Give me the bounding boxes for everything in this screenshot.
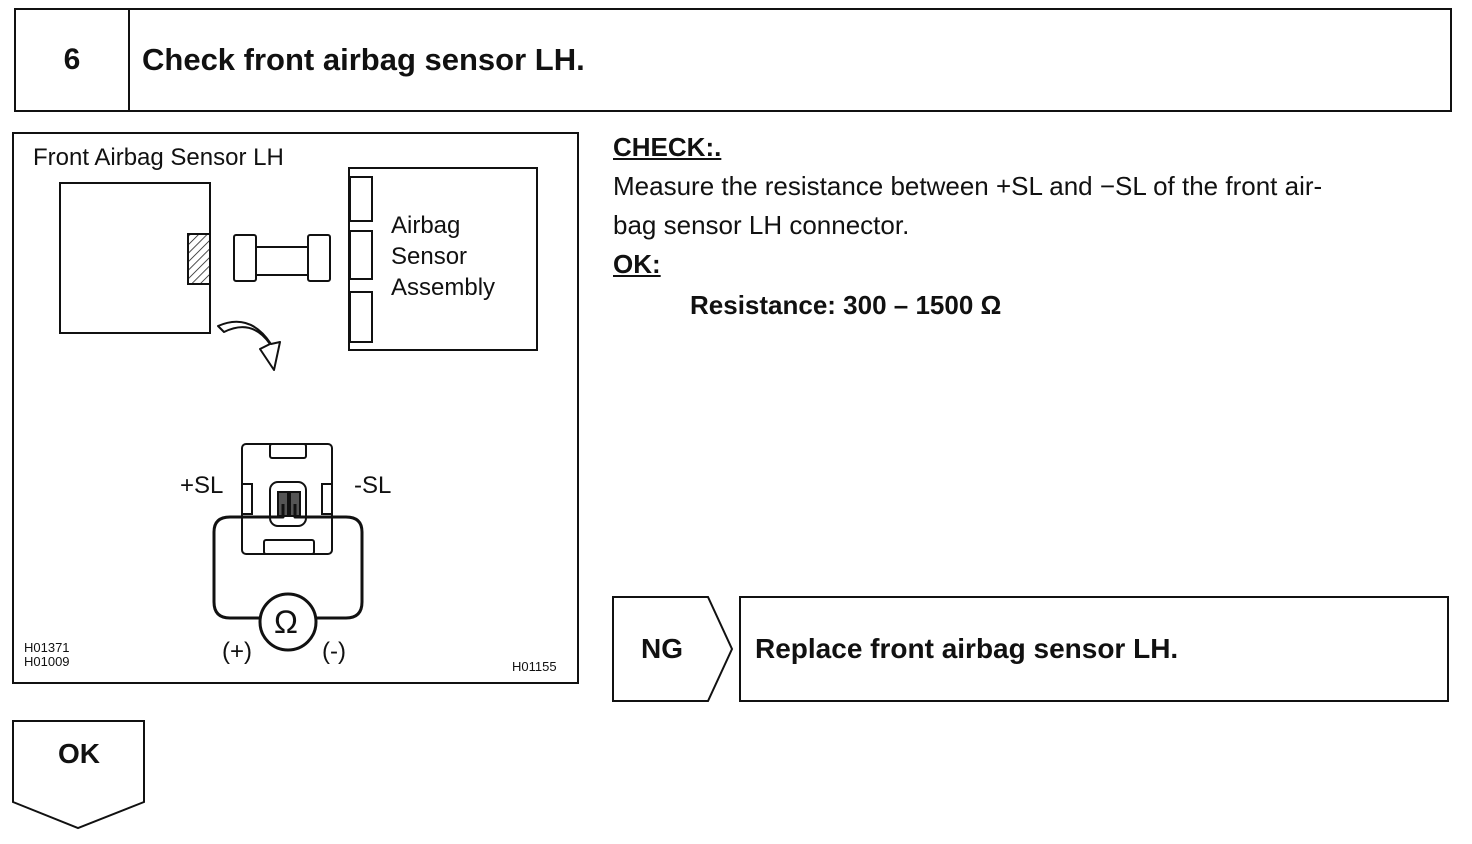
terminal-plus-label: +SL: [180, 472, 224, 499]
terminal-minus-label: -SL: [354, 472, 392, 499]
check-section: CHECK:. Measure the resistance between +…: [613, 128, 1458, 325]
sensor-connector-hatched: [187, 233, 211, 285]
sensor-illustration: Front Airbag Sensor LH Airbag Sensor Ass…: [12, 132, 579, 684]
ref-code-3: H01155: [512, 659, 557, 674]
ohmmeter-circuit: [212, 504, 364, 620]
assembly-label-line1: Airbag: [391, 212, 461, 239]
check-instruction-line1: Measure the resistance between +SL and −…: [613, 171, 1323, 201]
figure-frame: [12, 132, 579, 684]
ref-code-2: H01009: [24, 654, 70, 669]
step-number: 6: [16, 10, 130, 110]
ok-arrow-shape: [12, 720, 145, 830]
ok-label: OK: [58, 738, 100, 769]
illustration-drawing: [12, 132, 579, 684]
meter-plus-label: (+): [222, 638, 252, 665]
ohm-symbol: Ω: [274, 604, 298, 640]
harness-connector: [233, 234, 331, 282]
assembly-connectors: [349, 176, 373, 343]
ref-code-1: H01371: [24, 640, 70, 655]
assembly-label-line2: Sensor: [391, 243, 468, 270]
ok-heading: OK:: [613, 249, 661, 279]
resistance-spec: Resistance: 300 – 1500 Ω: [690, 290, 1002, 320]
meter-minus-label: (-): [322, 638, 346, 665]
figure-title: Front Airbag Sensor LH: [33, 144, 284, 171]
ng-action: Replace front airbag sensor LH.: [739, 596, 1449, 702]
step-header: 6 Check front airbag sensor LH.: [14, 8, 1452, 112]
ng-label: NG: [641, 633, 683, 664]
ohmmeter-icon: [258, 592, 318, 652]
ng-arrow-shape: [612, 596, 734, 702]
curved-arrow-icon: [217, 320, 281, 371]
check-heading: CHECK:.: [613, 132, 722, 162]
connector-face: [241, 443, 333, 555]
check-instruction-line2: bag sensor LH connector.: [613, 210, 910, 240]
step-title: Check front airbag sensor LH.: [142, 42, 585, 77]
assembly-label-line3: Assembly: [391, 274, 496, 301]
